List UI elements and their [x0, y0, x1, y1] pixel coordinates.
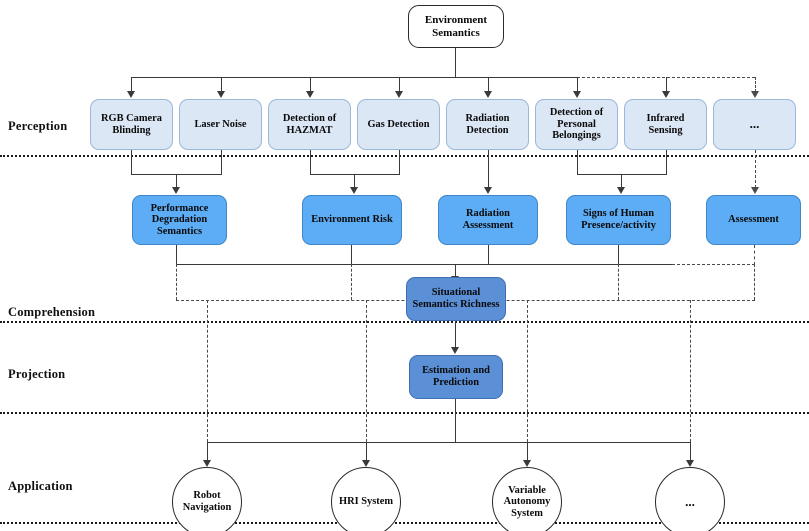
edge-drop-perception-more	[755, 77, 756, 92]
node-application-more[interactable]: ...	[655, 467, 725, 531]
node-variable-autonomy-system[interactable]: Variable Autonomy System	[492, 467, 562, 531]
lane-separator-comprehension	[0, 321, 809, 323]
edge-up-laser-noise	[221, 150, 223, 175]
edge-app-tap-environment-risk	[351, 264, 352, 300]
edge-drop-detection-of-hazmat	[310, 77, 312, 92]
lane-separator-projection	[0, 412, 809, 414]
node-perception-more[interactable]: ...	[713, 99, 796, 150]
edge-app-rail-left	[207, 300, 208, 442]
arrowhead-detection-of-hazmat	[306, 91, 314, 98]
edge-perception-bus	[131, 77, 577, 79]
node-performance-degradation-semantics[interactable]: Performance Degradation Semantics	[132, 195, 227, 245]
lane-separator-perception	[0, 155, 809, 157]
edge-up-rgb-camera-blinding	[131, 150, 133, 175]
arrowhead-signs-of-human-presence-activity	[617, 187, 625, 194]
node-situational-semantics-richness[interactable]: Situational Semantics Richness	[406, 277, 506, 321]
arrowhead-environment-risk	[350, 187, 358, 194]
arrowhead-detection-of-personal-belongings	[573, 91, 581, 98]
edge-application-bus	[207, 442, 691, 444]
node-signs-of-human-presence-activity[interactable]: Signs of Human Presence/activity	[566, 195, 671, 245]
arrowhead-perception-more	[751, 91, 759, 98]
node-infrared-sensing[interactable]: Infrared Sensing	[624, 99, 707, 150]
lane-label-perception: Perception	[8, 119, 68, 133]
edge-drop-laser-noise	[221, 77, 223, 92]
edge-up-assessment	[754, 245, 755, 265]
edge-up-radiation-assessment	[488, 245, 490, 265]
arrowhead-variable-autonomy-system	[523, 460, 531, 467]
arrowhead-gas-detection	[395, 91, 403, 98]
arrowhead-laser-noise	[217, 91, 225, 98]
node-environment-semantics[interactable]: Environment Semantics	[408, 5, 504, 48]
arrowhead-robot-navigation	[203, 460, 211, 467]
edge-up-detection-of-hazmat	[310, 150, 312, 175]
edge-down-assessment	[755, 150, 756, 188]
edge-app-rail-midleft	[366, 300, 367, 442]
edge-down-radiation-assessment	[488, 150, 490, 188]
arrowhead-assessment	[751, 187, 759, 194]
edge-core-merge-bus-dashed	[672, 264, 755, 265]
node-robot-navigation[interactable]: Robot Navigation	[172, 467, 242, 531]
edge-drop-robot-navigation	[207, 442, 209, 461]
arrowhead-estimation-and-prediction	[451, 347, 459, 354]
node-environment-risk[interactable]: Environment Risk	[302, 195, 402, 245]
node-detection-of-personal-belongings[interactable]: Detection of Personal Belongings	[535, 99, 618, 150]
edge-up-signs-of-human-presence-activity	[618, 245, 620, 265]
node-estimation-and-prediction[interactable]: Estimation and Prediction	[409, 355, 503, 399]
edge-drop-gas-detection	[399, 77, 401, 92]
arrowhead-infrared-sensing	[662, 91, 670, 98]
edge-root-stem	[455, 48, 457, 77]
node-laser-noise[interactable]: Laser Noise	[179, 99, 262, 150]
arrowhead-radiation-assessment	[484, 187, 492, 194]
arrowhead-application-more	[686, 460, 694, 467]
edge-app-tap-performance-degradation-semantics	[176, 264, 177, 300]
edge-drop-application-more	[690, 442, 692, 461]
edge-down-signs-of-human-presence-activity	[621, 174, 623, 188]
node-hri-system[interactable]: HRI System	[331, 467, 401, 531]
arrowhead-hri-system	[362, 460, 370, 467]
edge-up-detection-of-personal-belongings	[577, 150, 579, 175]
edge-up-infrared-sensing	[666, 150, 668, 175]
lane-label-application: Application	[8, 479, 73, 493]
lane-label-projection: Projection	[8, 367, 66, 381]
edge-drop-detection-of-personal-belongings	[577, 77, 579, 92]
edge-up-performance-degradation-semantics	[176, 245, 178, 265]
edge-app-tap-signs-of-human-presence-activity	[618, 264, 619, 300]
edge-drop-radiation-detection	[488, 77, 490, 92]
node-assessment[interactable]: Assessment	[706, 195, 801, 245]
edge-app-tap-assessment	[754, 264, 755, 300]
node-radiation-assessment[interactable]: Radiation Assessment	[438, 195, 538, 245]
edge-down-environment-risk	[354, 174, 356, 188]
edge-drop-infrared-sensing	[666, 77, 668, 92]
node-detection-of-hazmat[interactable]: Detection of HAZMAT	[268, 99, 351, 150]
edge-down-performance-degradation-semantics	[176, 174, 178, 188]
edge-app-rail-midright	[527, 300, 528, 442]
arrowhead-performance-degradation-semantics	[172, 187, 180, 194]
arrowhead-radiation-detection	[484, 91, 492, 98]
edge-core-merge-bus	[176, 264, 675, 266]
lane-label-comprehension: Comprehension	[8, 305, 96, 319]
node-gas-detection[interactable]: Gas Detection	[357, 99, 440, 150]
edge-drop-variable-autonomy-system	[527, 442, 529, 461]
edge-drop-hri-system	[366, 442, 368, 461]
edge-down-situational-semantics-richness	[455, 264, 457, 277]
edge-app-rail-right	[690, 300, 691, 442]
edge-situational-to-estimation	[455, 321, 457, 348]
arrowhead-rgb-camera-blinding	[127, 91, 135, 98]
edge-estimation-stem	[455, 399, 457, 443]
node-radiation-detection[interactable]: Radiation Detection	[446, 99, 529, 150]
edge-up-environment-risk	[351, 245, 353, 265]
node-rgb-camera-blinding[interactable]: RGB Camera Blinding	[90, 99, 173, 150]
edge-up-gas-detection	[399, 150, 401, 175]
lane-separator-application	[0, 522, 809, 524]
edge-drop-rgb-camera-blinding	[131, 77, 133, 92]
